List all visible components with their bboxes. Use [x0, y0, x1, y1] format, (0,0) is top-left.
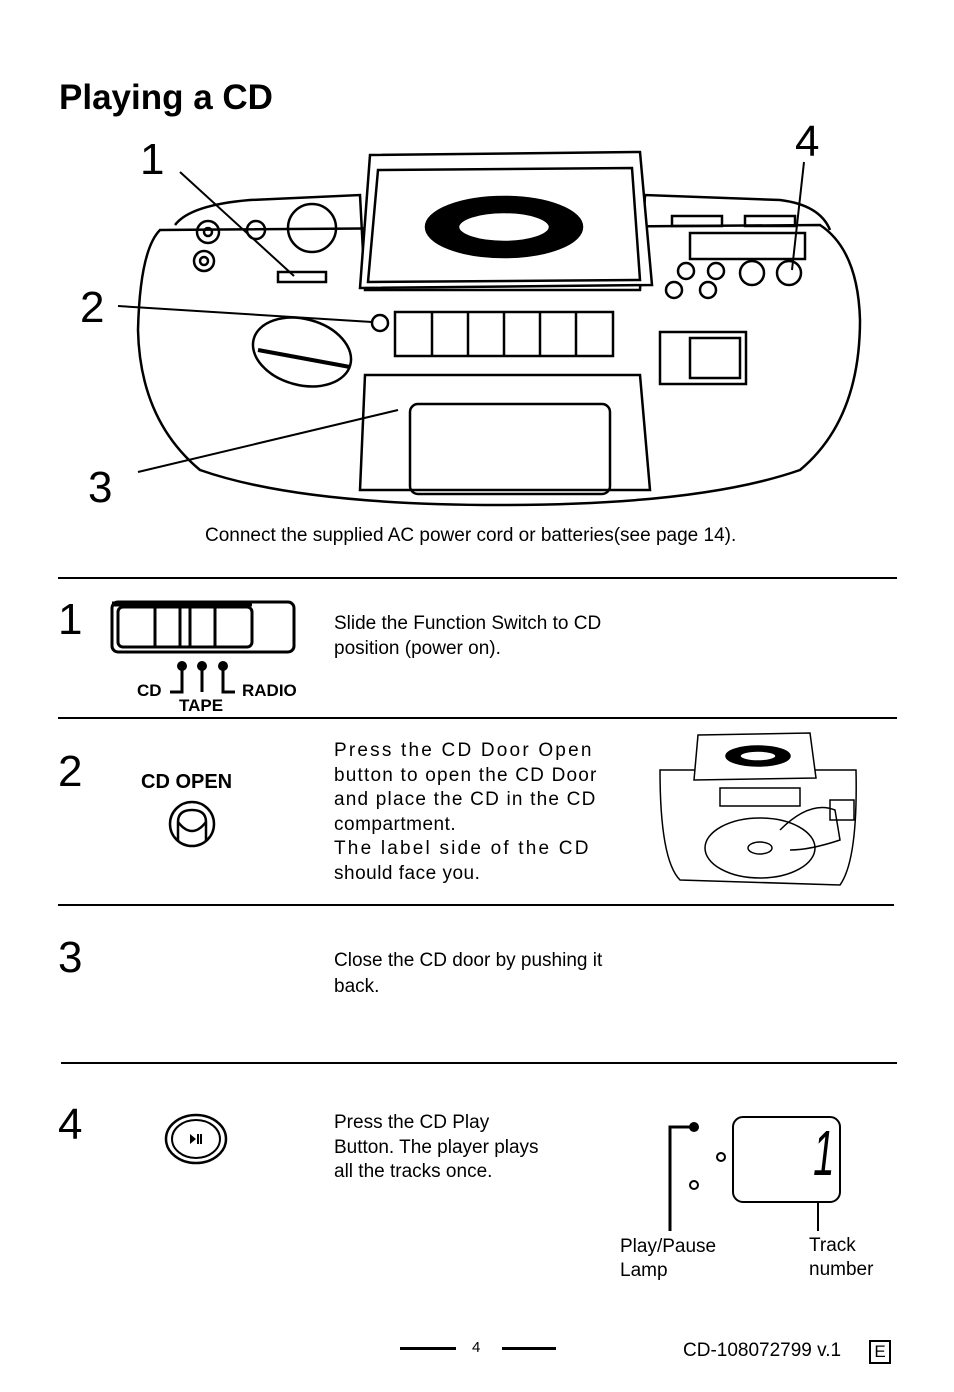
- switch-label-cd: CD: [137, 681, 162, 700]
- divider: [400, 1347, 456, 1350]
- step-number: 4: [58, 1100, 83, 1149]
- callout-1: 1: [140, 135, 165, 184]
- switch-label-tape: TAPE: [179, 696, 224, 715]
- step-text: Close the CD door by pushing it back.: [334, 948, 602, 1000]
- boombox-illustration: [117, 150, 862, 507]
- divider: [58, 904, 894, 906]
- language-badge: E: [869, 1340, 891, 1364]
- page-number: 4: [472, 1339, 481, 1356]
- track-digit: 1: [813, 1117, 835, 1189]
- function-switch-icon: [110, 600, 296, 694]
- play-pause-button-icon: [164, 1113, 228, 1165]
- page-title: Playing a CD: [59, 78, 273, 117]
- divider: [61, 1062, 897, 1064]
- cd-display-illustration: [668, 1116, 841, 1231]
- text-line: and place the CD in the CD: [334, 789, 597, 810]
- callout-3: 3: [88, 463, 113, 512]
- switch-label-radio: RADIO: [242, 681, 297, 700]
- divider: [58, 577, 897, 579]
- step-number: 1: [58, 595, 83, 644]
- text-line: number: [809, 1259, 874, 1280]
- step-number: 2: [58, 747, 83, 796]
- text-line: back.: [334, 976, 380, 997]
- text-line: The label side of the CD: [334, 838, 591, 859]
- cd-open-button-icon: [168, 800, 216, 848]
- text-line: compartment.: [334, 813, 457, 835]
- divider: [58, 717, 897, 719]
- step-text: Slide the Function Switch to CD position…: [334, 611, 601, 661]
- text-line: Press the CD Door Open: [334, 740, 594, 761]
- text-line: position (power on).: [334, 638, 501, 659]
- callout-4: 4: [795, 117, 820, 166]
- text-line: Slide the Function Switch to CD: [334, 613, 602, 634]
- cd-open-label: CD OPEN: [141, 771, 233, 793]
- step-text: Press the CD Door Open button to open th…: [334, 739, 598, 886]
- cd-insert-illustration: [659, 732, 857, 886]
- callout-2: 2: [80, 283, 105, 332]
- text-line: Close the CD door by pushing it: [334, 950, 603, 971]
- text-line: all the tracks once.: [334, 1161, 493, 1182]
- text-line: Press the CD Play: [334, 1112, 490, 1133]
- step-text: Press the CD Play Button. The player pla…: [334, 1111, 539, 1185]
- text-line: Button. The player plays: [334, 1136, 539, 1158]
- text-line: button to open the CD Door: [334, 764, 598, 786]
- divider: [502, 1347, 556, 1350]
- doc-code: CD-108072799 v.1: [683, 1340, 842, 1361]
- text-line: Track: [809, 1235, 856, 1256]
- text-line: Lamp: [620, 1260, 668, 1281]
- diagram-caption: Connect the supplied AC power cord or ba…: [205, 525, 737, 546]
- text-line: should face you.: [334, 862, 481, 884]
- text-line: Play/Pause: [620, 1236, 717, 1257]
- play-pause-lamp-label: Play/Pause Lamp: [620, 1235, 716, 1283]
- play-pause-lamp-icon: [689, 1122, 699, 1132]
- step-number: 3: [58, 933, 83, 982]
- track-number-label: Track number: [809, 1234, 873, 1282]
